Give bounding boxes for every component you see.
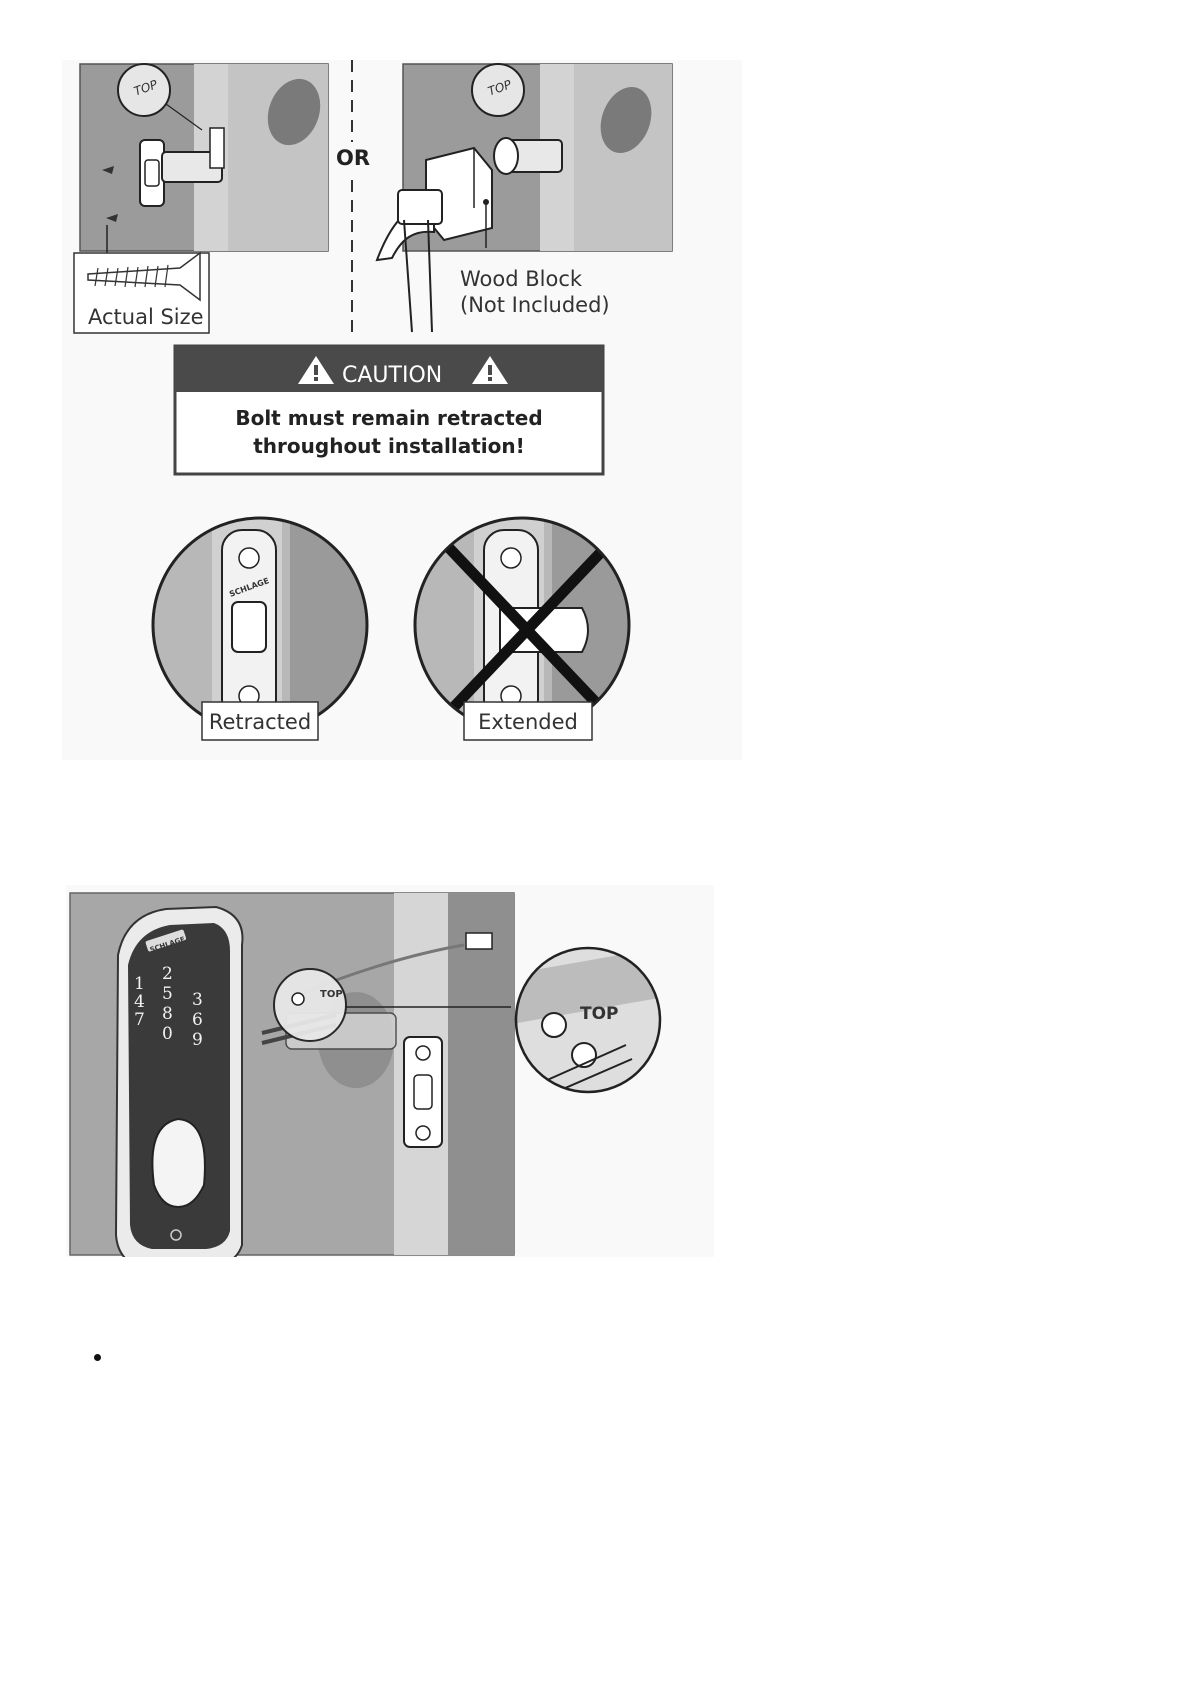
screw-size-callout: Actual Size <box>74 253 209 333</box>
top-tag-small: TOP <box>320 989 343 1000</box>
digit-key: 0 <box>162 1024 173 1044</box>
figure-keypad-mounting: TOP SCHLAGE 1 2 3 4 5 6 7 8 9 0 <box>66 885 714 1257</box>
digit-key: 2 <box>162 964 173 984</box>
wood-block-label-line2: (Not Included) <box>460 293 610 317</box>
keypad-escutcheon: SCHLAGE 1 2 3 4 5 6 7 8 9 0 <box>116 907 242 1257</box>
digit-key: 8 <box>162 1004 173 1024</box>
digit-key: 4 <box>134 992 145 1012</box>
digit-key: 7 <box>134 1010 145 1030</box>
caution-box: CAUTION Bolt must remain retracted throu… <box>175 346 603 474</box>
wood-block-label-line1: Wood Block <box>460 267 583 291</box>
caution-line2: throughout installation! <box>253 434 524 458</box>
extended-label: Extended <box>478 710 578 734</box>
bullet-list-item <box>94 1354 101 1361</box>
top-tag-zoom: TOP <box>580 1004 619 1024</box>
digit-key: 5 <box>162 984 173 1004</box>
actual-size-label: Actual Size <box>88 305 204 329</box>
caution-line1: Bolt must remain retracted <box>235 406 542 430</box>
retracted-label: Retracted <box>209 710 311 734</box>
caution-title: CAUTION <box>342 363 442 388</box>
digit-key: 9 <box>192 1030 203 1050</box>
digit-key: 1 <box>134 974 145 994</box>
digit-key: 3 <box>192 990 203 1010</box>
digit-key: 6 <box>192 1010 203 1030</box>
latch-panel-left: TOP <box>80 64 329 254</box>
thumbturn-icon <box>152 1119 205 1207</box>
figure-latch-installation: TOP Actual Size OR <box>62 60 742 760</box>
or-label: OR <box>336 146 370 170</box>
